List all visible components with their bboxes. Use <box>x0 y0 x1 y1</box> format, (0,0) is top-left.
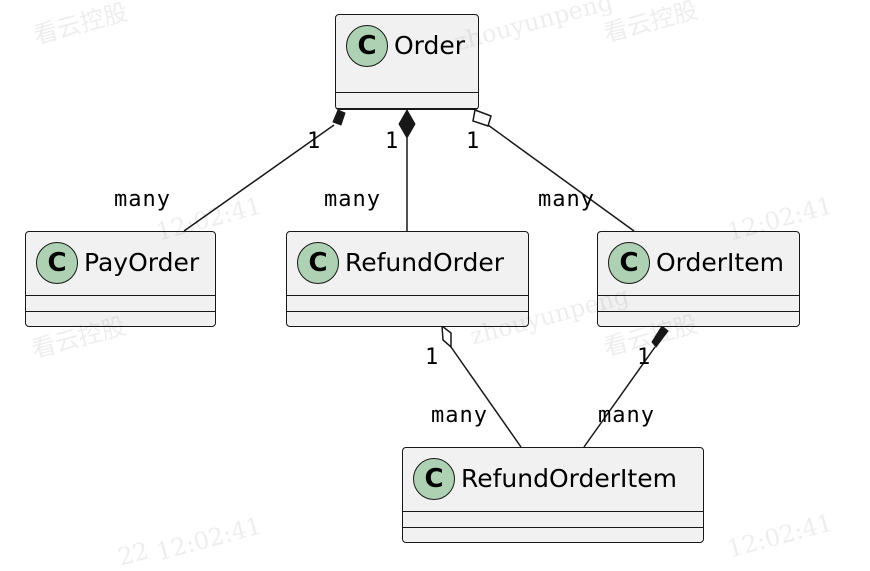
class-attributes-divider <box>598 295 799 296</box>
aggregation-diamond-icon <box>472 108 492 127</box>
class-methods-divider <box>26 311 215 312</box>
multiplicity-label: many <box>538 187 595 212</box>
class-attributes-divider <box>287 295 528 296</box>
class-name: PayOrder <box>84 248 200 277</box>
composition-diamond-icon <box>651 325 669 348</box>
class-header: C RefundOrderItem <box>403 448 703 510</box>
class-methods-divider <box>403 527 703 528</box>
relation-line-orderitem-refundorderitem <box>583 346 656 448</box>
multiplicity-label: many <box>114 187 171 212</box>
class-header: C PayOrder <box>26 232 215 294</box>
class-orderitem[interactable]: C OrderItem <box>597 231 800 327</box>
class-name: RefundOrderItem <box>461 464 677 493</box>
class-header: C Order <box>336 15 478 77</box>
relation-line-refundorder-refundorderitem <box>450 346 522 448</box>
class-methods-divider <box>287 311 528 312</box>
class-icon: C <box>608 242 650 284</box>
class-attributes-divider <box>336 92 478 93</box>
class-attributes-divider <box>403 511 703 512</box>
composition-diamond-icon <box>398 108 416 140</box>
class-methods-divider <box>336 108 478 109</box>
class-name: OrderItem <box>656 248 784 277</box>
class-header: C RefundOrder <box>287 232 528 294</box>
multiplicity-label: many <box>431 403 488 428</box>
multiplicity-label: 1 <box>307 129 322 154</box>
class-attributes-divider <box>26 295 215 296</box>
composition-diamond-icon <box>332 109 346 126</box>
aggregation-diamond-icon <box>441 324 452 349</box>
class-refundorderitem[interactable]: C RefundOrderItem <box>402 447 704 543</box>
relation-line-order-orderitem <box>487 124 635 232</box>
class-name: RefundOrder <box>345 248 505 277</box>
relation-line-order-payorder <box>183 124 335 232</box>
class-icon: C <box>297 242 339 284</box>
class-header: C OrderItem <box>598 232 799 294</box>
multiplicity-label: 1 <box>385 129 400 154</box>
class-refundorder[interactable]: C RefundOrder <box>286 231 529 327</box>
class-icon: C <box>346 25 388 67</box>
multiplicity-label: 1 <box>637 345 652 370</box>
class-name: Order <box>394 31 466 60</box>
multiplicity-label: 1 <box>425 345 440 370</box>
class-payorder[interactable]: C PayOrder <box>25 231 216 327</box>
class-icon: C <box>413 458 455 500</box>
multiplicity-label: many <box>324 187 381 212</box>
class-icon: C <box>36 242 78 284</box>
multiplicity-label: 1 <box>466 129 481 154</box>
class-methods-divider <box>598 311 799 312</box>
class-order[interactable]: C Order <box>335 14 479 110</box>
multiplicity-label: many <box>598 403 655 428</box>
